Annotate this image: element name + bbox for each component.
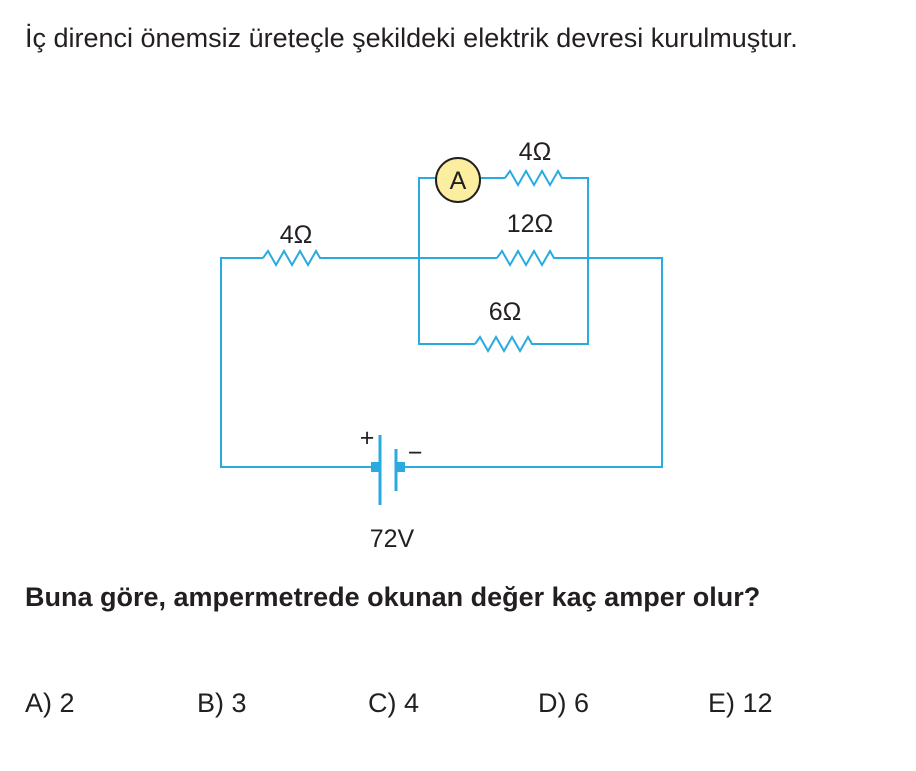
battery-minus-sign: − (408, 439, 423, 467)
label-12ohm: 12Ω (507, 210, 554, 238)
wire-right (403, 257, 663, 468)
wire-box-right (535, 177, 589, 345)
battery-plus-sign: + (360, 424, 375, 452)
ammeter (435, 157, 481, 203)
label-series-resistor: 4Ω (280, 221, 313, 249)
option-b[interactable]: B) 3 (197, 688, 247, 718)
ammeter-label: A (450, 167, 467, 195)
wire-box-left (418, 177, 475, 345)
label-ammeter-branch-resistor: 4Ω (519, 138, 552, 166)
resistor-ammeter-branch-4ohm (504, 168, 565, 188)
option-e[interactable]: E) 12 (708, 688, 773, 718)
question-intro: İç direnci önemsiz üreteçle şekildeki el… (25, 23, 798, 53)
resistor-series-4ohm (262, 248, 325, 268)
wire-left (220, 257, 372, 468)
resistor-6ohm (474, 334, 535, 354)
option-a[interactable]: A) 2 (25, 688, 75, 718)
option-d[interactable]: D) 6 (538, 688, 590, 718)
question-text: Buna göre, ampermetrede okunan değer kaç… (25, 582, 761, 612)
battery-voltage-label: 72V (370, 525, 415, 553)
resistor-12ohm (496, 248, 557, 268)
option-c[interactable]: C) 4 (368, 688, 420, 718)
label-6ohm: 6Ω (489, 298, 522, 326)
